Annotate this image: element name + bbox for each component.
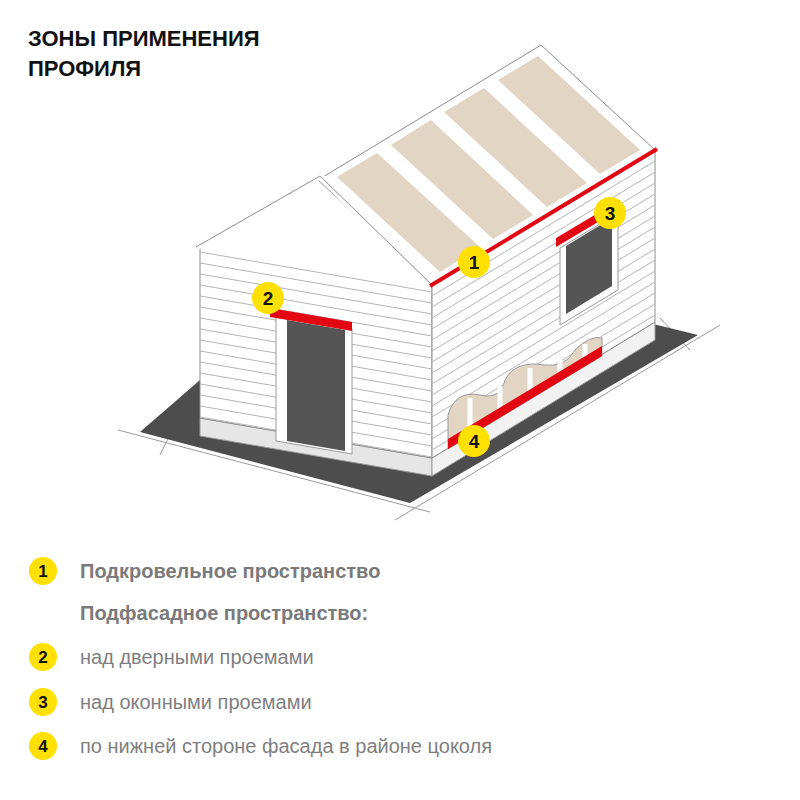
legend-heading: Подфасадное пространство: <box>80 601 368 625</box>
siding-line <box>200 274 432 314</box>
legend-text: над дверными проемами <box>80 645 314 669</box>
siding-line <box>200 252 432 292</box>
callout-number: 3 <box>594 197 626 229</box>
siding-line <box>200 263 432 303</box>
callout-number: 2 <box>252 282 284 314</box>
door-frame <box>276 316 352 454</box>
roof-plane <box>318 45 655 285</box>
door-profile <box>270 308 352 331</box>
siding-line <box>432 227 655 362</box>
callout-number: 1 <box>458 246 490 278</box>
roof-verge <box>196 176 432 285</box>
window-frame <box>560 213 618 325</box>
callout-number: 4 <box>458 425 490 457</box>
diagram-title: ЗОНЫ ПРИМЕНЕНИЯ ПРОФИЛЯ <box>28 24 328 84</box>
callout-number: 1 <box>29 557 57 585</box>
siding-line <box>432 238 655 373</box>
callout-number: 3 <box>29 688 57 716</box>
legend-heading: Подкровельное пространство <box>80 559 380 583</box>
roof-verge-edge <box>196 176 432 285</box>
eave-profile <box>430 149 657 286</box>
siding-lines <box>200 252 432 468</box>
door <box>287 320 345 451</box>
callout-number: 2 <box>29 643 57 671</box>
legend-text: по нижней стороне фасада в районе цоколя <box>80 734 492 758</box>
legend-text: над оконными проемами <box>80 690 312 714</box>
callout-number: 4 <box>29 732 57 760</box>
siding-line <box>432 326 655 461</box>
